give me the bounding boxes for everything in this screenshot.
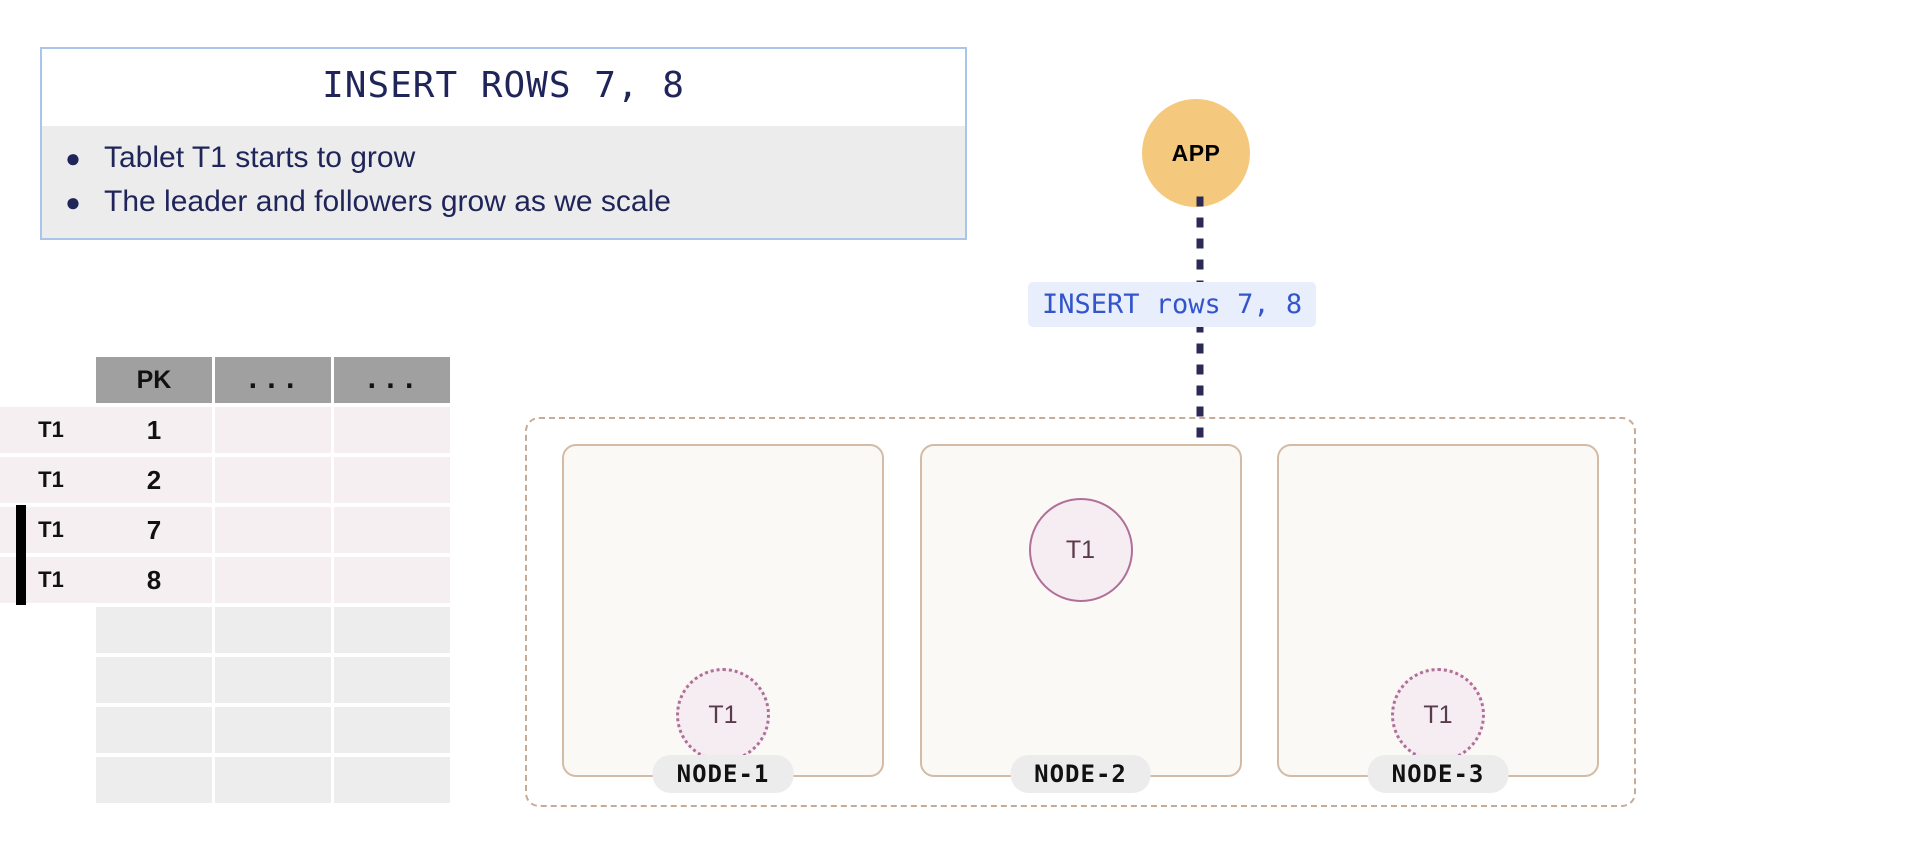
cell-col2 <box>215 657 331 703</box>
node-name-2: NODE-2 <box>1010 755 1151 793</box>
new-row-marker-icon <box>16 555 26 605</box>
table-row-tablet-tag <box>0 707 96 753</box>
column-header-3: ... <box>334 357 450 403</box>
callout-panel: INSERT ROWS 7, 8 ● Tablet T1 starts to g… <box>40 47 967 240</box>
tablet-tag-label: T1 <box>38 417 64 442</box>
table-row: T1 1 <box>0 405 453 455</box>
callout-item: ● The leader and followers grow as we sc… <box>42 180 965 224</box>
cell-col3 <box>334 407 450 453</box>
table-row <box>0 705 453 755</box>
cell-col3 <box>334 557 450 603</box>
tablet-tag-label: T1 <box>38 517 64 542</box>
tablet-tag-label: T1 <box>38 567 64 592</box>
cell-pk: 1 <box>96 407 212 453</box>
tablet-tag-label: T1 <box>38 467 64 492</box>
cell-col3 <box>334 707 450 753</box>
table-row-tablet-tag: T1 <box>0 457 96 503</box>
table-row-cells: 1 <box>96 405 453 455</box>
callout-item-label: Tablet T1 starts to grow <box>104 141 416 174</box>
cell-col3 <box>334 757 450 803</box>
cell-pk <box>96 607 212 653</box>
callout-item: ● Tablet T1 starts to grow <box>42 136 965 180</box>
bullet-icon: ● <box>65 143 81 173</box>
cell-pk: 8 <box>96 557 212 603</box>
app-label: APP <box>1171 139 1221 166</box>
query-label: INSERT rows 7, 8 <box>1028 282 1317 327</box>
table-row-cells <box>96 605 453 655</box>
cell-col2 <box>215 707 331 753</box>
tablet-t1-node3: T1 <box>1391 668 1485 762</box>
cluster-nodes: T1 NODE-1 T1 NODE-2 T1 NODE-3 <box>527 419 1634 805</box>
table-row-tablet-tag: T1 <box>0 555 96 605</box>
cell-col2 <box>215 457 331 503</box>
callout-title: INSERT ROWS 7, 8 <box>42 49 965 126</box>
table-side-spacer <box>0 357 96 403</box>
cell-pk <box>96 757 212 803</box>
table-row-cells: 8 <box>96 555 453 605</box>
table-row-cells <box>96 705 453 755</box>
node-name-3: NODE-3 <box>1367 755 1509 793</box>
table-row-tablet-tag <box>0 607 96 653</box>
cluster-container: T1 NODE-1 T1 NODE-2 T1 NODE-3 <box>525 417 1636 807</box>
app-node: APP <box>1142 99 1250 207</box>
tablet-t1-node2: T1 <box>1028 498 1133 602</box>
cell-pk: 7 <box>96 507 212 553</box>
table-row-tablet-tag <box>0 657 96 703</box>
table-row-tablet-tag: T1 <box>0 505 96 555</box>
table-row: T1 8 <box>0 555 453 605</box>
cell-col2 <box>215 407 331 453</box>
cell-pk: 2 <box>96 457 212 503</box>
table-row-cells <box>96 755 453 805</box>
table-row-cells: 2 <box>96 455 453 505</box>
table-row: T1 2 <box>0 455 453 505</box>
cell-col2 <box>215 507 331 553</box>
callout-body: ● Tablet T1 starts to grow ● The leader … <box>42 126 965 238</box>
column-header-pk: PK <box>96 357 212 403</box>
table-row: T1 7 <box>0 505 453 555</box>
cell-col2 <box>215 607 331 653</box>
table-row-cells <box>96 655 453 705</box>
cell-pk <box>96 657 212 703</box>
tablet-label: T1 <box>1423 700 1453 729</box>
cell-col3 <box>334 457 450 503</box>
table-row <box>0 655 453 705</box>
table-row <box>0 755 453 805</box>
cell-col3 <box>334 607 450 653</box>
table-header-row: PK ... ... <box>0 355 453 405</box>
table-row <box>0 605 453 655</box>
cell-pk <box>96 707 212 753</box>
table-row-tablet-tag <box>0 757 96 803</box>
table-row-tablet-tag: T1 <box>0 407 96 453</box>
cell-col2 <box>215 557 331 603</box>
column-header-2: ... <box>215 357 331 403</box>
cell-col3 <box>334 657 450 703</box>
tablet-label: T1 <box>708 700 738 729</box>
tablet-label: T1 <box>1065 535 1096 564</box>
cell-col3 <box>334 507 450 553</box>
bullet-icon: ● <box>65 187 81 217</box>
node-name-1: NODE-1 <box>652 755 794 793</box>
table-row-cells: 7 <box>96 505 453 555</box>
table-header-cells: PK ... ... <box>96 355 453 405</box>
node-box-2: T1 NODE-2 <box>919 444 1242 793</box>
cell-col2 <box>215 757 331 803</box>
node-box-3: T1 NODE-3 <box>1277 444 1599 793</box>
tablet-t1-node1: T1 <box>676 668 770 762</box>
node-box-1: T1 NODE-1 <box>562 444 884 793</box>
callout-item-label: The leader and followers grow as we scal… <box>104 185 671 218</box>
new-row-marker-icon <box>16 505 26 555</box>
